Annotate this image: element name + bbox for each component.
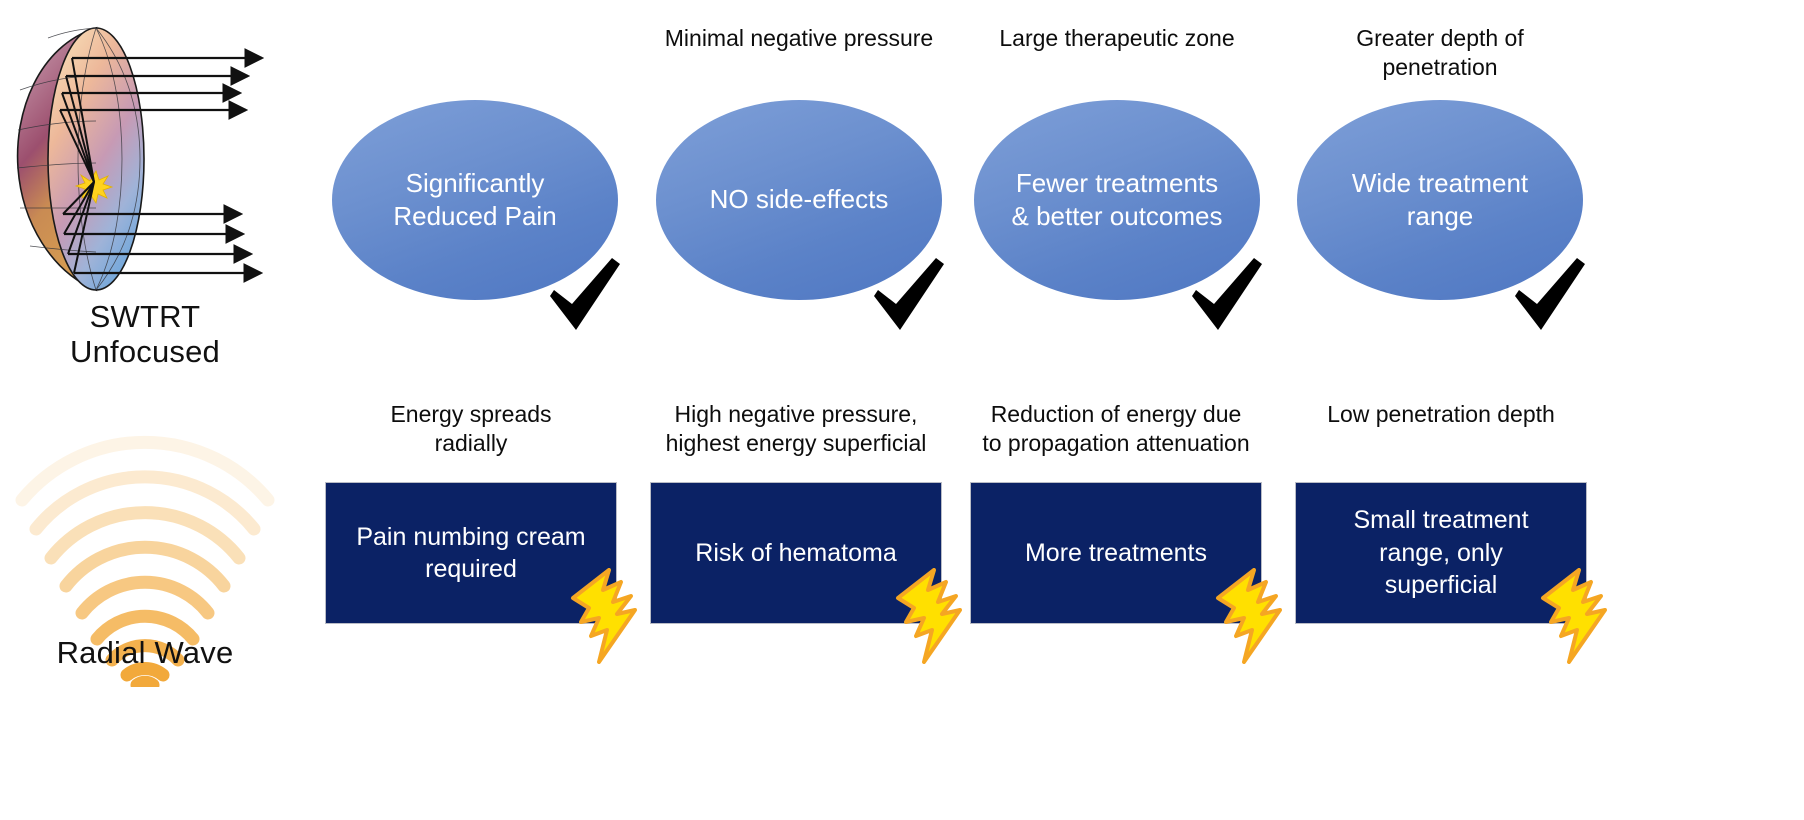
benefit-label-1: NO side-effects xyxy=(656,100,942,300)
drawback-cell-2: Reduction of energy due to propagation a… xyxy=(956,400,1282,690)
navy-box-shape xyxy=(970,482,1262,624)
drawback-label-2: More treatments xyxy=(970,482,1262,624)
drawback-label-1: Risk of hematoma xyxy=(650,482,942,624)
left-modality-column: SWTRT Unfocused Radial Wave xyxy=(0,0,300,820)
benefit-cell-0: Significantly Reduced Pain xyxy=(310,24,640,344)
benefit-ellipse-0[interactable]: Significantly Reduced Pain xyxy=(332,100,620,330)
label-line: required xyxy=(425,555,517,583)
benefit-ellipse-2[interactable]: Fewer treatments & better outcomes xyxy=(974,100,1262,330)
radial-wave-icon xyxy=(15,435,275,687)
benefit-label-0: Significantly Reduced Pain xyxy=(332,100,618,300)
drawback-box-1[interactable]: Risk of hematoma xyxy=(650,482,962,664)
benefit-label-3: Wide treatment range xyxy=(1297,100,1583,300)
benefit-ellipse-1[interactable]: NO side-effects xyxy=(656,100,944,330)
benefit-ellipse-3[interactable]: Wide treatment range xyxy=(1297,100,1585,330)
benefits-row: Significantly Reduced Pain Minimal negat… xyxy=(300,24,1804,344)
drawback-box-3[interactable]: Small treatment range, only superficial xyxy=(1295,482,1607,664)
drawback-caption-3: Low penetration depth xyxy=(1276,400,1606,429)
unfocused-shockwave-reflector-icon xyxy=(16,26,265,292)
caption-line: Large therapeutic zone xyxy=(999,25,1235,51)
drawback-cell-1: High negative pressure, highest energy s… xyxy=(636,400,962,690)
label-line: Fewer treatments xyxy=(1015,167,1219,198)
caption-line: High negative pressure, xyxy=(674,401,918,427)
label-line: Pain numbing cream xyxy=(356,522,586,551)
benefit-cell-3: Greater depth of penetration Wide treatm… xyxy=(1276,24,1604,344)
navy-box-shape xyxy=(650,482,942,624)
caption-line: Greater depth of xyxy=(1356,25,1524,51)
label-line: range xyxy=(1406,201,1474,231)
label-line: Significantly xyxy=(405,167,545,198)
label-line: Small treatment xyxy=(1353,506,1529,535)
drawback-caption-1: High negative pressure, highest energy s… xyxy=(636,400,956,459)
benefit-cell-2: Large therapeutic zone Fewer treatments … xyxy=(958,24,1276,344)
swtrt-caption-line1: SWTRT xyxy=(89,299,201,334)
swtrt-caption-line2: Unfocused xyxy=(69,333,220,369)
label-line: & better outcomes xyxy=(1011,201,1223,231)
label-line: More treatments xyxy=(1024,538,1207,567)
label-line: NO side-effects xyxy=(709,184,889,215)
benefit-caption-2: Large therapeutic zone xyxy=(958,24,1276,53)
radial-wave-caption: Radial Wave xyxy=(56,635,234,670)
label-line: superficial xyxy=(1384,571,1498,600)
label-line: Risk of hematoma xyxy=(695,538,897,567)
caption-line: radially xyxy=(434,430,508,457)
drawback-label-0: Pain numbing cream required xyxy=(325,482,617,624)
navy-box-shape xyxy=(1295,482,1587,624)
caption-line: to propagation attenuation xyxy=(982,430,1250,457)
caption-line: Low penetration depth xyxy=(1327,401,1555,427)
drawback-caption-0: Energy spreads radially xyxy=(306,400,636,459)
drawback-box-2[interactable]: More treatments xyxy=(970,482,1282,664)
drawback-caption-2: Reduction of energy due to propagation a… xyxy=(956,400,1276,459)
drawback-cell-0: Energy spreads radially Pain numbing cre… xyxy=(306,400,637,690)
caption-line: Energy spreads xyxy=(390,401,552,427)
drawback-box-0[interactable]: Pain numbing cream required xyxy=(325,482,637,664)
caption-line: penetration xyxy=(1382,54,1498,81)
benefit-label-2: Fewer treatments & better outcomes xyxy=(974,100,1260,300)
caption-line: Minimal negative pressure xyxy=(664,25,934,51)
label-line: Reduced Pain xyxy=(393,201,557,231)
drawback-label-3: Small treatment range, only superficial xyxy=(1295,482,1587,624)
caption-line: highest energy superficial xyxy=(665,430,927,457)
swtrt-caption: SWTRT Unfocused xyxy=(0,299,290,369)
benefit-caption-1: Minimal negative pressure xyxy=(640,24,958,53)
label-line: Wide treatment xyxy=(1351,167,1529,198)
benefit-cell-1: Minimal negative pressure NO side-effect… xyxy=(640,24,958,344)
drawbacks-row: Energy spreads radially Pain numbing cre… xyxy=(300,400,1804,690)
caption-line: Reduction of energy due xyxy=(990,401,1242,427)
drawback-cell-3: Low penetration depth Small treatment ra… xyxy=(1276,400,1607,690)
label-line: range, only xyxy=(1379,538,1503,567)
benefit-caption-3: Greater depth of penetration xyxy=(1276,24,1604,83)
navy-box-shape xyxy=(325,482,617,624)
